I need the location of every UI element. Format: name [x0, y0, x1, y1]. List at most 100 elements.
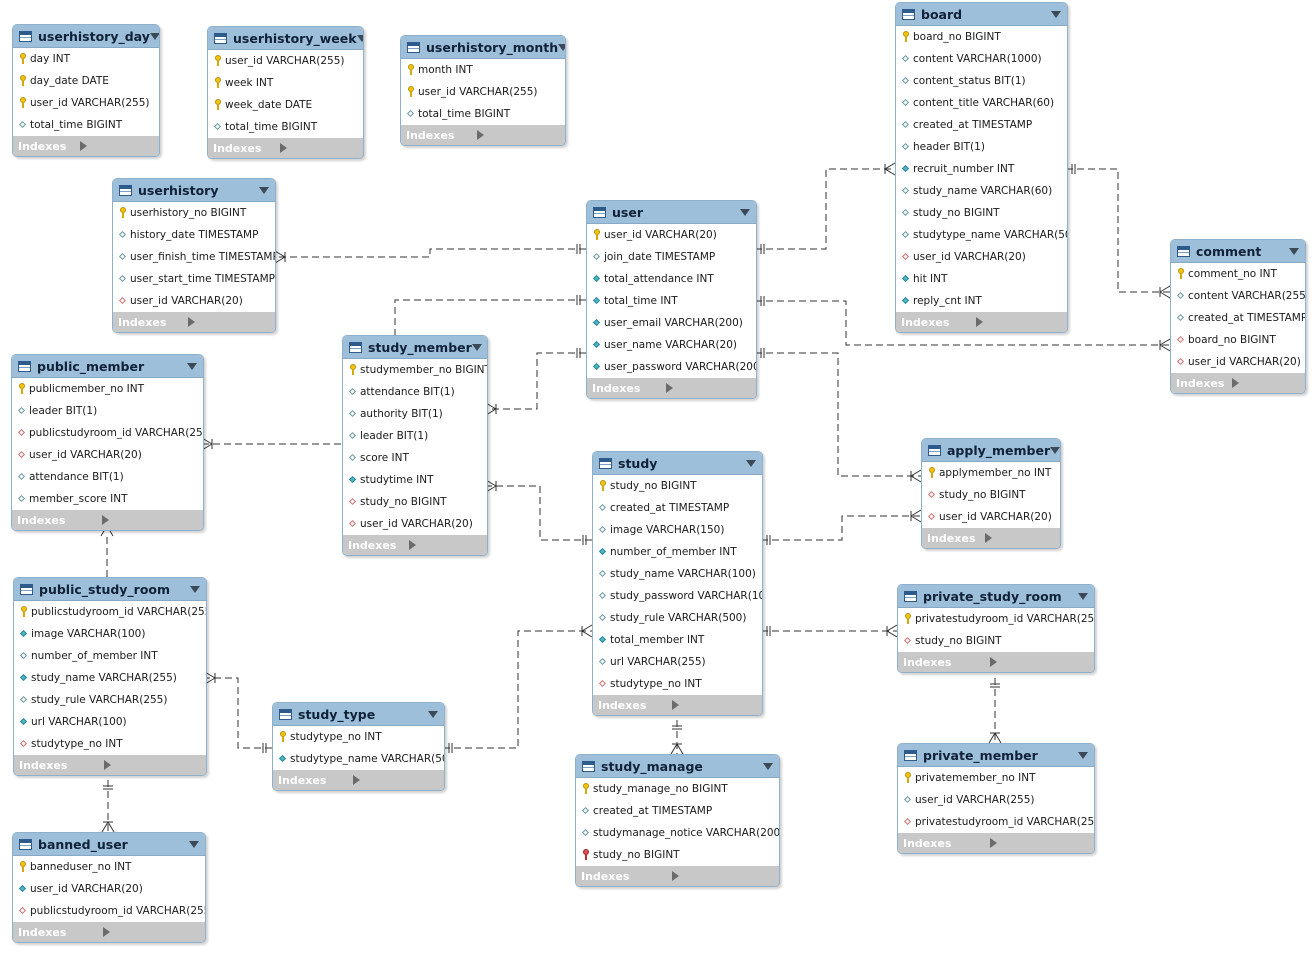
column-row[interactable]: url VARCHAR(255) — [593, 651, 762, 673]
indexes-section[interactable]: Indexes — [1171, 373, 1305, 393]
table-header[interactable]: userhistory_week — [208, 27, 363, 50]
collapse-arrow-icon[interactable] — [189, 840, 199, 848]
collapse-arrow-icon[interactable] — [190, 585, 200, 593]
indexes-section[interactable]: Indexes — [898, 833, 1094, 853]
column-row[interactable]: user_id VARCHAR(255) — [898, 789, 1094, 811]
collapse-arrow-icon[interactable] — [187, 362, 197, 370]
column-row[interactable]: user_id VARCHAR(20) — [896, 246, 1067, 268]
column-row[interactable]: history_date TIMESTAMP — [113, 224, 275, 246]
column-row[interactable]: day INT — [13, 48, 159, 70]
column-row[interactable]: created_at TIMESTAMP — [1171, 307, 1305, 329]
table-header[interactable]: userhistory_month — [401, 36, 565, 59]
column-row[interactable]: content_status BIT(1) — [896, 70, 1067, 92]
table-header[interactable]: apply_member — [922, 439, 1060, 462]
table-header[interactable]: study — [593, 452, 762, 475]
column-row[interactable]: total_time BIGINT — [208, 116, 363, 138]
table-header[interactable]: study_type — [273, 703, 444, 726]
collapse-arrow-icon[interactable] — [471, 343, 482, 351]
column-row[interactable]: content VARCHAR(1000) — [896, 48, 1067, 70]
table-header[interactable]: study_manage — [576, 755, 779, 778]
column-row[interactable]: publicmember_no INT — [12, 378, 203, 400]
expand-arrow-icon[interactable] — [665, 383, 747, 393]
collapse-arrow-icon[interactable] — [763, 762, 773, 770]
column-row[interactable]: privatemember_no INT — [898, 767, 1094, 789]
column-row[interactable]: user_id VARCHAR(255) — [401, 81, 565, 103]
table-header[interactable]: public_study_room — [14, 578, 206, 601]
indexes-section[interactable]: Indexes — [208, 138, 363, 158]
collapse-arrow-icon[interactable] — [1078, 592, 1088, 600]
collapse-arrow-icon[interactable] — [558, 43, 565, 51]
indexes-section[interactable]: Indexes — [14, 755, 206, 775]
table-header[interactable]: userhistory — [113, 179, 275, 202]
table-header[interactable]: study_member — [343, 336, 487, 359]
collapse-arrow-icon[interactable] — [259, 186, 269, 194]
collapse-arrow-icon[interactable] — [149, 32, 159, 40]
expand-arrow-icon[interactable] — [990, 657, 1084, 667]
indexes-section[interactable]: Indexes — [12, 510, 203, 530]
column-row[interactable]: user_id VARCHAR(20) — [343, 513, 487, 535]
column-row[interactable]: study_password VARCHAR(10) — [593, 585, 762, 607]
column-row[interactable]: attendance BIT(1) — [12, 466, 203, 488]
column-row[interactable]: applymember_no INT — [922, 462, 1060, 484]
column-row[interactable]: user_email VARCHAR(200) — [587, 312, 756, 334]
collapse-arrow-icon[interactable] — [1050, 446, 1060, 454]
indexes-section[interactable]: Indexes — [13, 136, 159, 156]
indexes-section[interactable]: Indexes — [343, 535, 487, 555]
column-row[interactable]: user_id VARCHAR(20) — [922, 506, 1060, 528]
column-row[interactable]: studymember_no BIGINT — [343, 359, 487, 381]
indexes-section[interactable]: Indexes — [587, 378, 756, 398]
column-row[interactable]: recruit_number INT — [896, 158, 1067, 180]
column-row[interactable]: privatestudyroom_id VARCHAR(255) — [898, 811, 1094, 833]
column-row[interactable]: study_name VARCHAR(60) — [896, 180, 1067, 202]
column-row[interactable]: board_no BIGINT — [896, 26, 1067, 48]
collapse-arrow-icon[interactable] — [1078, 751, 1088, 759]
column-row[interactable]: board_no BIGINT — [1171, 329, 1305, 351]
expand-arrow-icon[interactable] — [1232, 378, 1295, 388]
collapse-arrow-icon[interactable] — [740, 208, 750, 216]
table-header[interactable]: banned_user — [13, 833, 205, 856]
column-row[interactable]: day_date DATE — [13, 70, 159, 92]
column-row[interactable]: content_title VARCHAR(60) — [896, 92, 1067, 114]
column-row[interactable]: publicstudyroom_id VARCHAR(255) — [13, 900, 205, 922]
expand-arrow-icon[interactable] — [990, 838, 1084, 848]
column-row[interactable]: created_at TIMESTAMP — [896, 114, 1067, 136]
column-row[interactable]: studytype_name VARCHAR(50) — [273, 748, 444, 770]
column-row[interactable]: created_at TIMESTAMP — [576, 800, 779, 822]
column-row[interactable]: privatestudyroom_id VARCHAR(255) — [898, 608, 1094, 630]
column-row[interactable]: user_finish_time TIMESTAMP — [113, 246, 275, 268]
column-row[interactable]: total_time BIGINT — [401, 103, 565, 125]
column-row[interactable]: study_rule VARCHAR(255) — [14, 689, 206, 711]
column-row[interactable]: total_attendance INT — [587, 268, 756, 290]
column-row[interactable]: month INT — [401, 59, 565, 81]
column-row[interactable]: total_time BIGINT — [13, 114, 159, 136]
column-row[interactable]: content VARCHAR(255) — [1171, 285, 1305, 307]
collapse-arrow-icon[interactable] — [746, 459, 756, 467]
indexes-section[interactable]: Indexes — [13, 922, 205, 942]
column-row[interactable]: created_at TIMESTAMP — [593, 497, 762, 519]
column-row[interactable]: user_id VARCHAR(20) — [587, 224, 756, 246]
column-row[interactable]: week_date DATE — [208, 94, 363, 116]
column-row[interactable]: leader BIT(1) — [12, 400, 203, 422]
column-row[interactable]: user_id VARCHAR(20) — [12, 444, 203, 466]
column-row[interactable]: publicstudyroom_id VARCHAR(255) — [14, 601, 206, 623]
expand-arrow-icon[interactable] — [188, 317, 265, 327]
column-row[interactable]: study_no BIGINT — [343, 491, 487, 513]
column-row[interactable]: study_rule VARCHAR(500) — [593, 607, 762, 629]
column-row[interactable]: userhistory_no BIGINT — [113, 202, 275, 224]
indexes-section[interactable]: Indexes — [593, 695, 762, 715]
expand-arrow-icon[interactable] — [671, 700, 753, 710]
column-row[interactable]: total_member INT — [593, 629, 762, 651]
collapse-arrow-icon[interactable] — [428, 710, 438, 718]
column-row[interactable]: studytype_name VARCHAR(50) — [896, 224, 1067, 246]
